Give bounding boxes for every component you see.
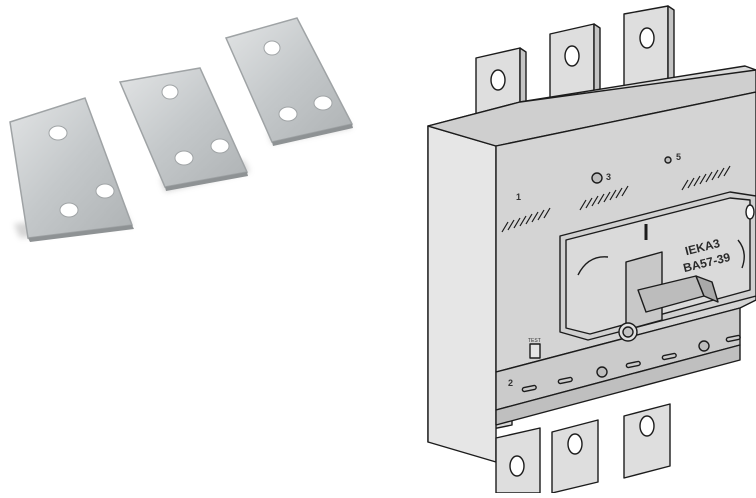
terminal-hole bbox=[567, 433, 583, 455]
plate-hole bbox=[278, 106, 298, 122]
plate-hole bbox=[174, 150, 194, 166]
operating-handle[interactable] bbox=[618, 251, 719, 342]
metal-plates-illustration bbox=[9, 17, 354, 242]
bottom-terminals bbox=[495, 403, 671, 494]
side-mounting-hole bbox=[745, 204, 755, 220]
plate-hole bbox=[313, 95, 333, 111]
top-face-markers bbox=[591, 156, 672, 184]
plate-hole bbox=[161, 84, 179, 100]
plate-hole bbox=[95, 183, 115, 199]
terminal-hole bbox=[639, 415, 655, 437]
test-label: TEST bbox=[528, 338, 541, 344]
plate-hole bbox=[263, 40, 281, 56]
plate-right bbox=[224, 17, 354, 146]
terminal-hole bbox=[639, 27, 655, 49]
circuit-breaker-illustration: 1 3 5 2 TEST IEKA3 BA57-39 bbox=[427, 5, 756, 494]
pole-label-5: 5 bbox=[676, 152, 681, 162]
terminal-hole bbox=[509, 455, 525, 477]
metal-plates-group bbox=[0, 0, 380, 260]
circuit-breaker-group: 1 3 5 2 TEST IEKA3 BA57-39 bbox=[400, 0, 756, 494]
plate-hole bbox=[59, 202, 79, 218]
plate-left bbox=[9, 97, 134, 242]
terminal-hole bbox=[564, 45, 580, 67]
plate-middle bbox=[118, 67, 250, 192]
plate-hole bbox=[48, 125, 68, 141]
plate-hole bbox=[210, 138, 230, 154]
terminal-hole bbox=[490, 69, 506, 91]
pole-label-1: 1 bbox=[516, 192, 521, 202]
pole-label-2: 2 bbox=[508, 378, 513, 388]
test-button[interactable] bbox=[529, 343, 541, 359]
pole-label-3: 3 bbox=[606, 172, 611, 182]
bottom-slots bbox=[521, 334, 741, 393]
